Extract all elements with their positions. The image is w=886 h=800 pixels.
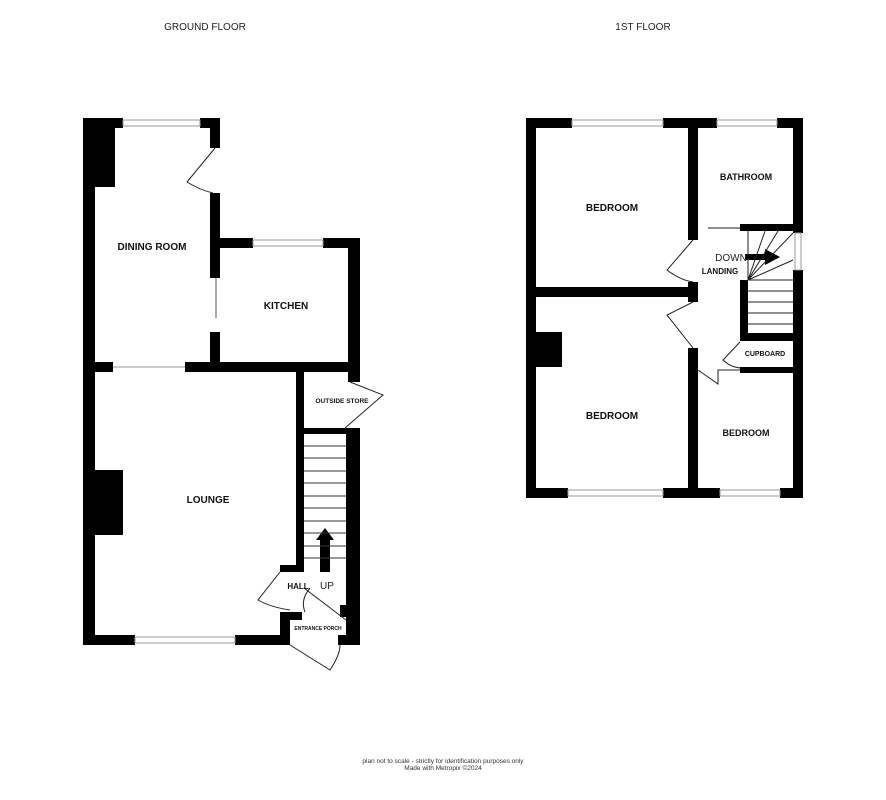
room-bathroom: BATHROOM: [720, 172, 772, 182]
stairs-up-label: UP: [320, 581, 334, 592]
ground-floor-labels: DINING ROOM KITCHEN LOUNGE OUTSIDE STORE…: [118, 242, 370, 632]
room-bedroom-3: BEDROOM: [723, 428, 770, 438]
ground-floor-windows: [113, 119, 324, 644]
room-bedroom-1: BEDROOM: [586, 203, 638, 214]
first-floor-title: 1ST FLOOR: [615, 22, 670, 33]
first-floor-labels: BEDROOM BATHROOM DOWN LANDING BEDROOM CU…: [586, 172, 785, 438]
room-entrance-porch: ENTRANCE PORCH: [294, 626, 342, 632]
room-hall: HALL: [287, 582, 308, 591]
room-lounge: LOUNGE: [187, 495, 230, 506]
room-cupboard: CUPBOARD: [745, 351, 785, 358]
ground-floor-doors: [186, 147, 384, 671]
ground-floor-title: GROUND FLOOR: [164, 22, 246, 33]
room-dining-room: DINING ROOM: [118, 242, 187, 253]
first-floor-walls: [526, 118, 803, 498]
ground-floor-walls: [83, 118, 360, 645]
first-floor-doors: [666, 227, 794, 385]
room-kitchen: KITCHEN: [264, 301, 308, 312]
stairs-down-label: DOWN: [715, 253, 747, 264]
room-bedroom-2: BEDROOM: [586, 411, 638, 422]
room-landing: LANDING: [702, 267, 738, 276]
room-outside-store: OUTSIDE STORE: [316, 398, 370, 405]
first-floor-windows: [567, 119, 802, 497]
footer-credit: Made with Metropix ©2024: [404, 765, 482, 772]
footer-disclaimer: plan not to scale - strictly for identif…: [362, 758, 524, 765]
